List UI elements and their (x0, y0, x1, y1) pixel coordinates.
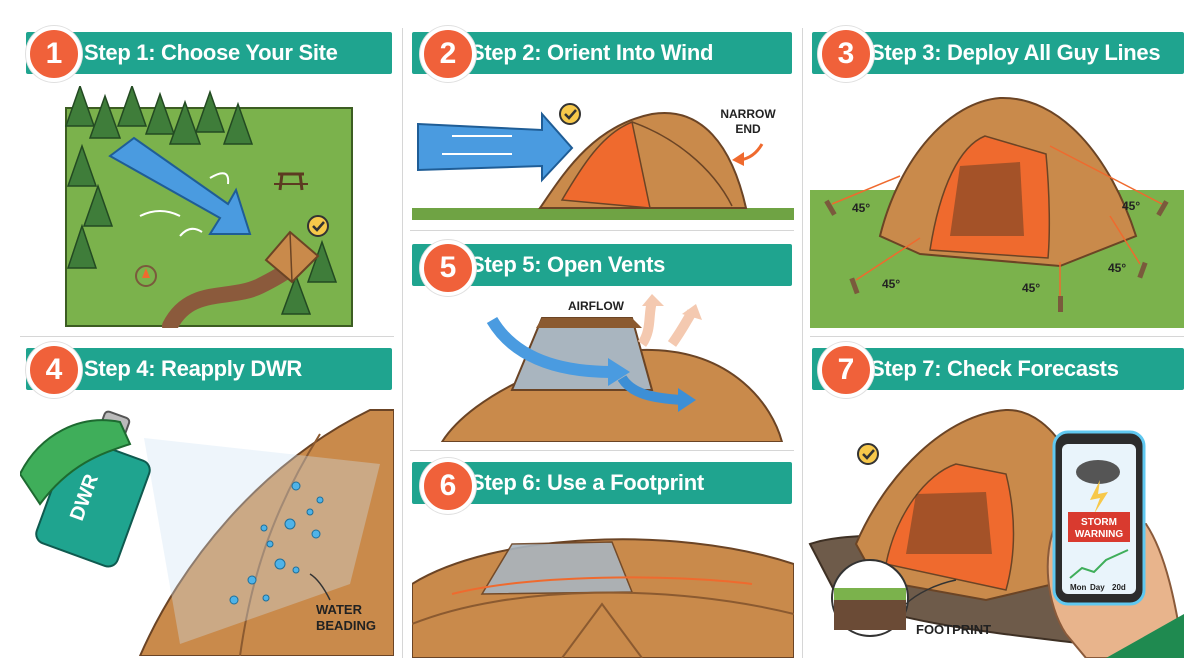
step-6-badge: 6 (420, 458, 476, 514)
step-1-badge: 1 (26, 26, 82, 82)
tent-icon (854, 408, 1098, 602)
tent-icon (538, 111, 748, 209)
step-5-badge: 5 (420, 240, 476, 296)
divider-h-mid2 (410, 450, 794, 451)
water-beading-label-2: BEADING (316, 618, 376, 633)
angle-label-2: 45° (882, 277, 900, 291)
storm-cloud-icon (1076, 460, 1120, 514)
step-5-scene: AIRFLOW (440, 294, 784, 442)
storm-label-1: STORM (1081, 517, 1117, 528)
step-3-banner: Step 3: Deploy All Guy Lines (812, 32, 1184, 74)
angle-label-5: 45° (1108, 261, 1126, 275)
check-icon (559, 103, 581, 125)
airflow-label: AIRFLOW (568, 299, 625, 313)
step-7-banner: Step 7: Check Forecasts (812, 348, 1184, 390)
phone-day-3: 20d (1112, 583, 1126, 592)
step-6-scene (412, 538, 794, 658)
divider-h-left (20, 336, 394, 337)
tent-icon (878, 96, 1138, 268)
step-7-title: Step 7: Check Forecasts (870, 356, 1119, 381)
check-icon (307, 215, 329, 237)
step-7-badge: 7 (818, 342, 874, 398)
step-2-scene: NARROW END (412, 103, 794, 220)
divider-h-right (810, 336, 1184, 337)
phone-day-2: Day (1090, 583, 1105, 592)
step-4-badge: 4 (26, 342, 82, 398)
step-3-scene: 45° 45° 45° 45° 45° (810, 96, 1184, 328)
step-2-title: Step 2: Orient Into Wind (470, 40, 714, 65)
check-icon (857, 443, 879, 465)
step-4-scene: DWR WATER BEADING (20, 409, 394, 656)
tent-icon (264, 230, 320, 284)
step-6-title: Step 6: Use a Footprint (470, 470, 704, 495)
step-3-badge: 3 (818, 26, 874, 82)
angle-label-3: 45° (1122, 199, 1140, 213)
step-3-title: Step 3: Deploy All Guy Lines (870, 40, 1161, 65)
step-2-badge: 2 (420, 26, 476, 82)
step-5-title: Step 5: Open Vents (470, 252, 666, 277)
phone-day-1: Mon (1070, 583, 1087, 592)
wind-arrow-icon (417, 111, 574, 183)
tree-icon (64, 86, 338, 315)
step-1-banner: Step 1: Choose Your Site (26, 32, 392, 74)
wind-arrow-icon (108, 136, 252, 237)
campfire-icon (135, 265, 157, 287)
narrow-end-label-1: NARROW (720, 107, 776, 121)
storm-label-2: WARNING (1075, 529, 1124, 540)
stake-icon (824, 199, 1169, 312)
angle-label-1: 45° (852, 201, 870, 215)
step-1-scene (64, 86, 353, 328)
narrow-end-label-2: END (735, 122, 761, 136)
divider-v1 (402, 28, 403, 658)
phone-icon (1052, 430, 1146, 606)
footprint-label: FOOTPRINT (916, 622, 991, 637)
picnic-table-icon (274, 172, 308, 191)
angle-label-4: 45° (1022, 281, 1040, 295)
step-7-scene: FOOTPRINT STORM WARNING Mon Day 20d (808, 408, 1184, 658)
step-4-title: Step 4: Reapply DWR (84, 356, 302, 381)
step-4-banner: Step 4: Reapply DWR (26, 348, 392, 390)
divider-v2 (802, 28, 803, 658)
step-2-banner: Step 2: Orient Into Wind (412, 32, 792, 74)
spray-can-icon (20, 410, 151, 568)
step-1-title: Step 1: Choose Your Site (84, 40, 338, 65)
water-beading-label-1: WATER (316, 602, 363, 617)
divider-h-mid1 (410, 230, 794, 231)
